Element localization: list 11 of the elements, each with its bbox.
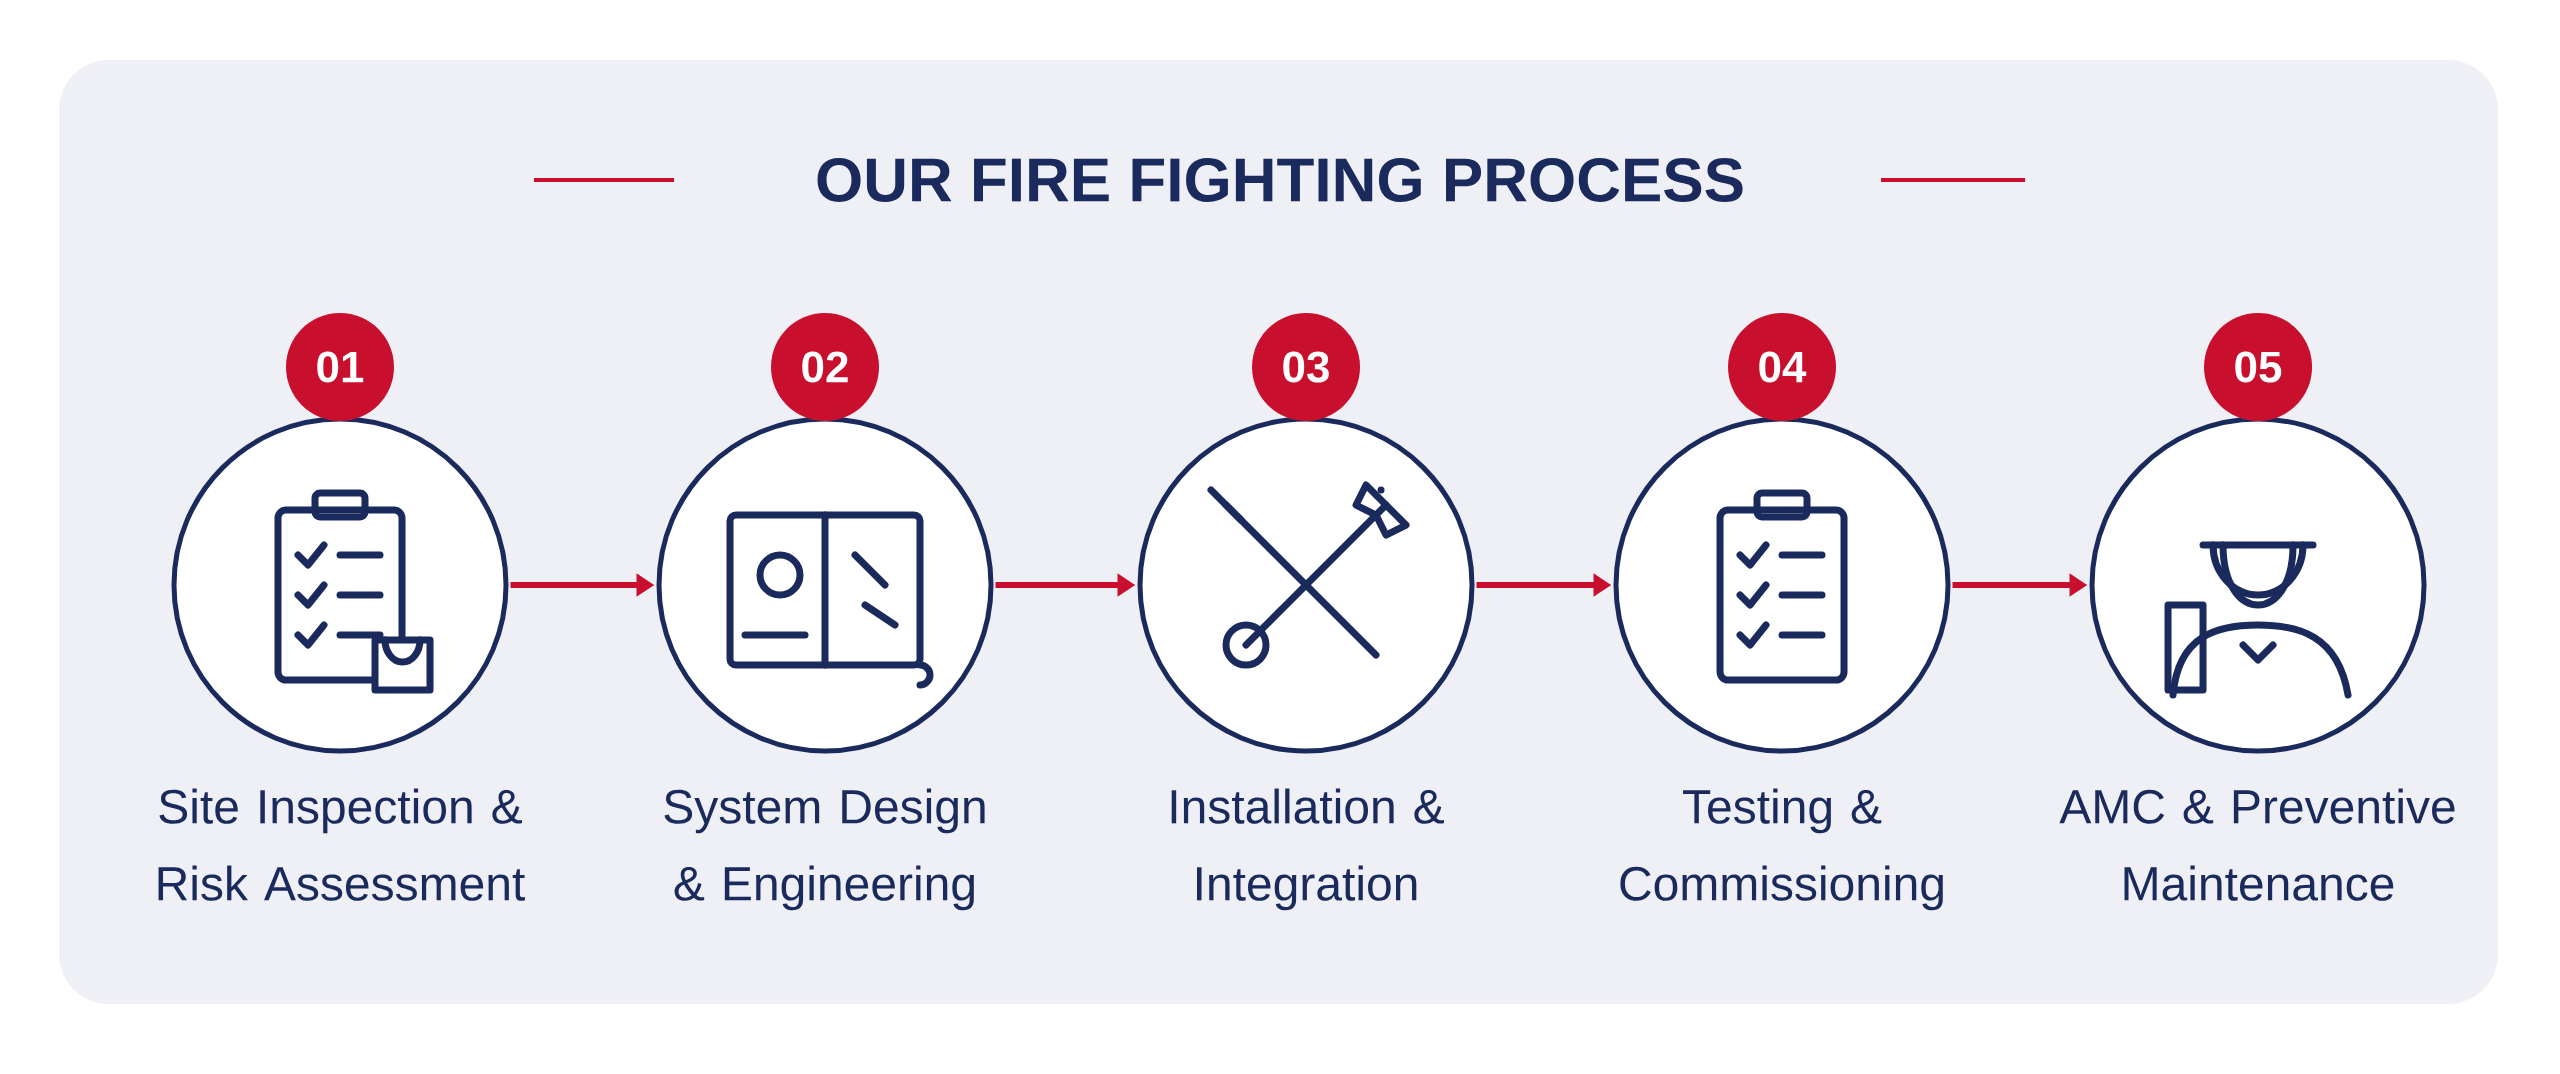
- step-label: Site Inspection & Risk Assessment: [158, 788, 525, 901]
- title: OUR FIRE FIGHTING PROCESS: [817, 158, 1743, 202]
- step-label: Installation & Integration: [1171, 788, 1444, 911]
- step-label: System Design & Engineering: [664, 788, 985, 911]
- number-badge: 01: [286, 313, 394, 421]
- number-badge: 05: [2204, 313, 2312, 421]
- number-badge: 03: [1252, 313, 1360, 421]
- number-badge: 04: [1728, 313, 1836, 421]
- number-badge: 02: [771, 313, 879, 421]
- step-label: AMC & Preventive Maintenance: [2059, 788, 2455, 901]
- step-label: Testing & Commissioning: [1620, 788, 1943, 911]
